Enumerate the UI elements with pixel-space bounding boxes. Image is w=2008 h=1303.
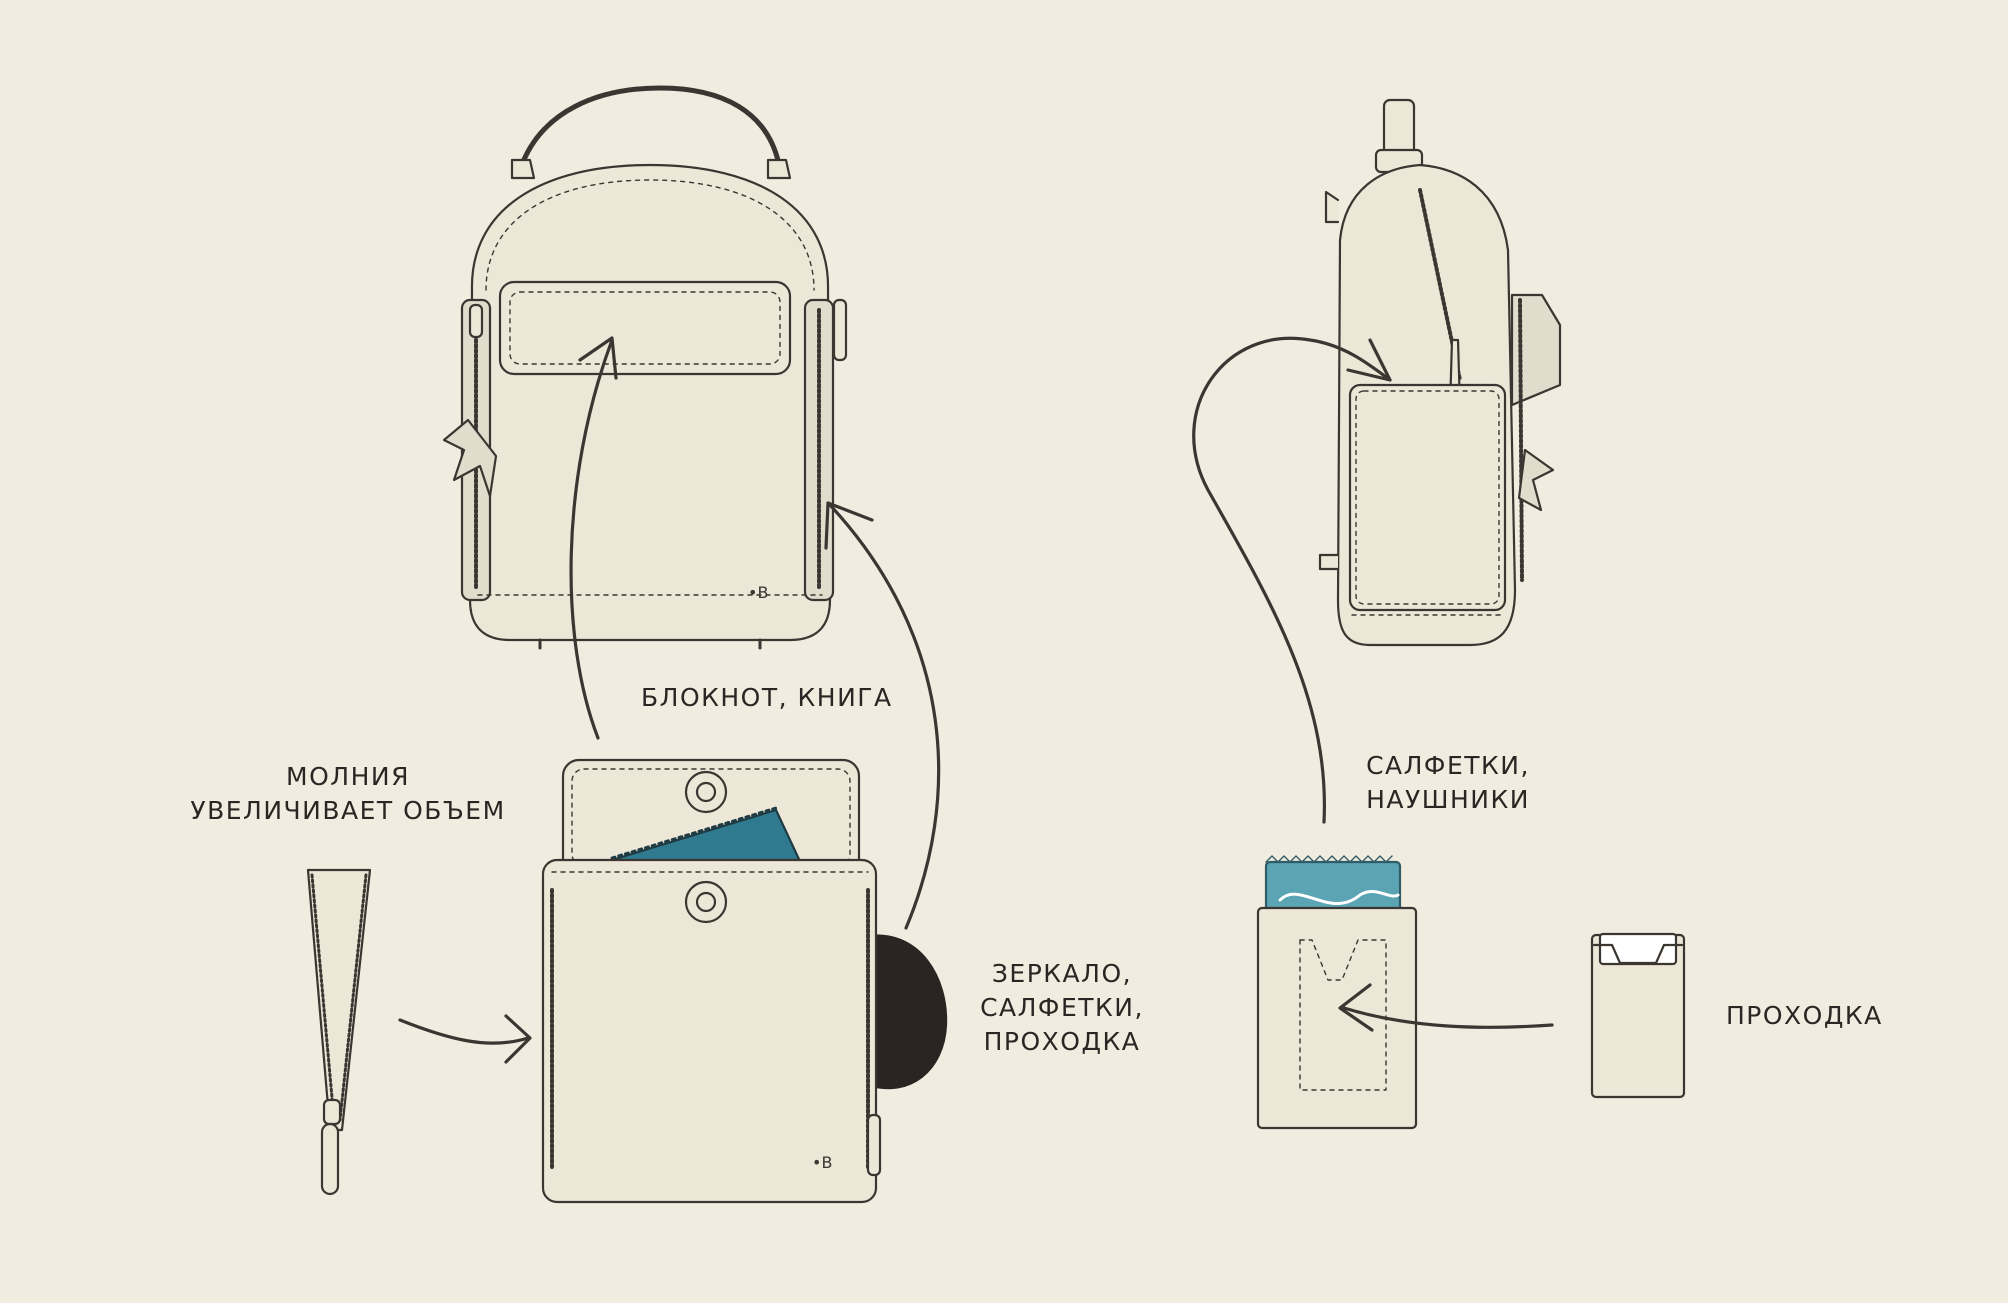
- arrow-pass-head: [1338, 983, 1374, 1032]
- zipper-teeth-left: [310, 873, 336, 1122]
- zipper-strip: [306, 868, 372, 1196]
- napkin-pocket-slot: [1299, 939, 1387, 1091]
- front-logo-mark: •B: [748, 583, 768, 602]
- body-snap-inner: [695, 891, 717, 913]
- arrow-napkins-to-side: [1192, 336, 1392, 824]
- napkin-pocket-body: [1256, 906, 1418, 1130]
- open-front-pocket: [541, 758, 948, 1204]
- arrow-notebook-head: [578, 336, 618, 380]
- left-side-fin: [442, 418, 498, 498]
- left-zipper-pull: [468, 303, 484, 339]
- label-notebook: БЛОКНОТ, КНИГА: [641, 681, 893, 715]
- side-flap-pocket: [1510, 293, 1562, 407]
- side-fin: [1517, 448, 1555, 512]
- side-pocket: [1348, 383, 1507, 612]
- label-mirror-line-3: ПРОХОДКА: [983, 1027, 1141, 1056]
- label-pass: ПРОХОДКА: [1726, 999, 1883, 1033]
- label-zipper-line-1: МОЛНИЯ: [286, 762, 410, 791]
- open-pocket-zipper-pull: [866, 1113, 882, 1177]
- label-mirror-line-2: САЛФЕТКИ,: [980, 993, 1144, 1022]
- body-snap-outer: [684, 880, 728, 924]
- backpack-side: [1318, 98, 1562, 647]
- arrow-notebook-to-flap: [569, 338, 614, 740]
- napkin-pocket: [1256, 855, 1418, 1130]
- arrow-pass-to-pocket: [1342, 1006, 1554, 1029]
- label-napkins-line-1: САЛФЕТКИ,: [1366, 751, 1530, 780]
- arrow-mirror-to-zipper: [828, 503, 941, 930]
- label-napkins: САЛФЕТКИ, НАУШНИКИ: [1353, 749, 1543, 817]
- backpack-top-stitch: [485, 179, 815, 291]
- handle-connector-left: [510, 158, 536, 180]
- label-napkins-line-2: НАУШНИКИ: [1366, 785, 1530, 814]
- flap-snap-inner: [695, 781, 717, 803]
- notebook-spiral: [610, 806, 778, 860]
- front-pocket-flap: [498, 280, 792, 376]
- label-mirror-line-1: ЗЕРКАЛО,: [991, 959, 1133, 988]
- arrow-napkins-head: [1346, 338, 1392, 382]
- handle-connector-right: [766, 158, 792, 180]
- flap-snap-outer: [684, 770, 728, 814]
- backpack-front: [442, 85, 848, 650]
- side-loop: [1318, 553, 1340, 571]
- label-mirror: ЗЕРКАЛО, САЛФЕТКИ, ПРОХОДКА: [962, 957, 1162, 1059]
- zipper-teeth-right: [338, 873, 368, 1122]
- zipper-pull-tab: [320, 1122, 340, 1196]
- label-zipper-line-2: УВЕЛИЧИВАЕТ ОБЪЕМ: [190, 796, 506, 825]
- backpack-body: [468, 163, 832, 642]
- mirror: [866, 934, 948, 1090]
- front-pocket-flap-stitch: [509, 291, 781, 365]
- arrows: [398, 336, 1554, 1064]
- label-pass-line-1: ПРОХОДКА: [1726, 1001, 1883, 1030]
- arrow-zipper-head: [504, 1014, 532, 1064]
- side-strap-clip: [1324, 190, 1340, 224]
- napkin-packet-edge: [1265, 855, 1393, 863]
- napkin-packet-wave: [1278, 889, 1400, 905]
- side-right-zipper: [1518, 298, 1524, 582]
- backpack-handle: [517, 85, 783, 173]
- label-notebook-line-1: БЛОКНОТ, КНИГА: [641, 683, 893, 712]
- right-zipper-pull: [832, 298, 848, 362]
- pass-card: [1590, 932, 1686, 1099]
- pass-card-insert: [1598, 932, 1678, 966]
- arrow-mirror-head: [824, 501, 874, 550]
- open-pocket-body: [541, 858, 878, 1204]
- label-zipper: МОЛНИЯ УВЕЛИЧИВАЕТ ОБЪЕМ: [188, 760, 508, 828]
- open-pocket-flap-stitch: [571, 768, 851, 867]
- pass-card-notch: [1592, 943, 1684, 965]
- zipper-tape: [306, 868, 372, 1132]
- arrow-zipper-to-pocket: [398, 1018, 530, 1045]
- side-pocket-stitch: [1355, 390, 1500, 605]
- pocket-logo-mark: •B: [812, 1153, 832, 1172]
- zipper-slider: [322, 1098, 342, 1126]
